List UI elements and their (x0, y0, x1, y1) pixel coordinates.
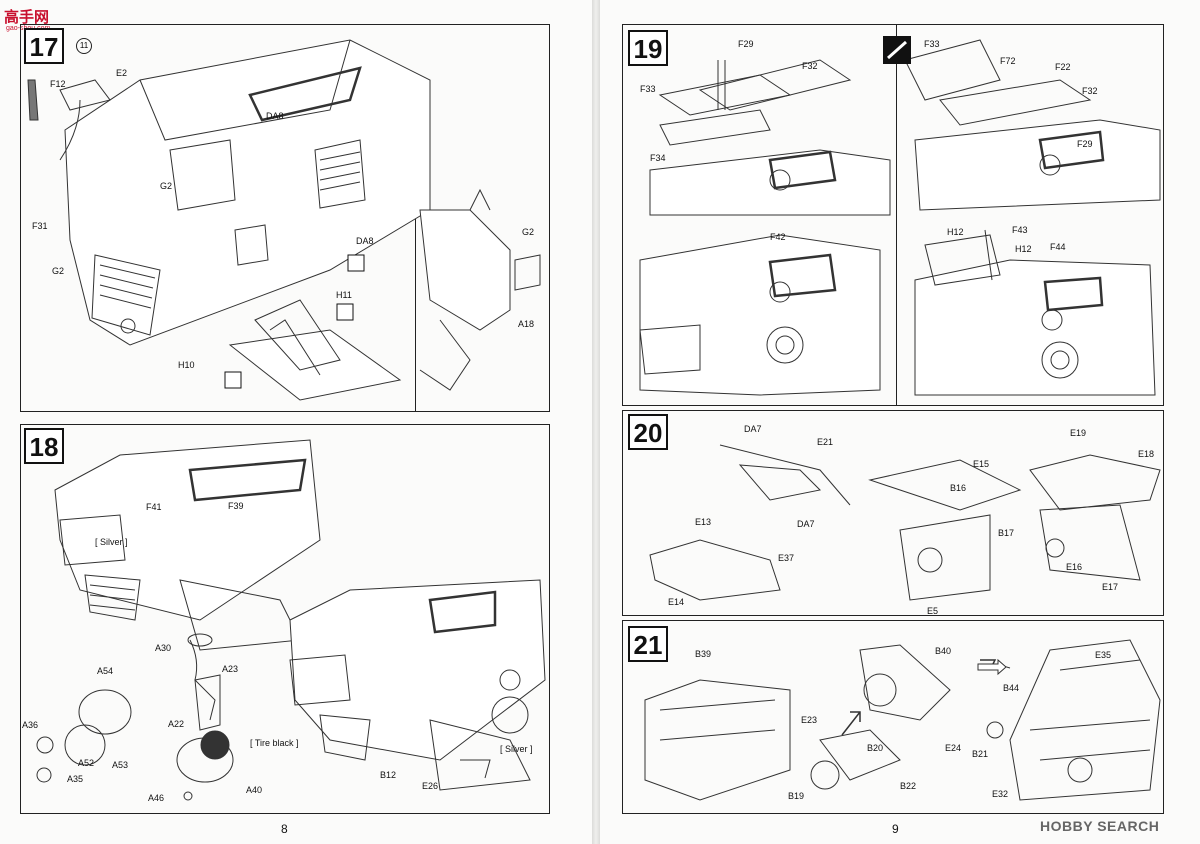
label-a23: A23 (222, 664, 239, 674)
page-gutter (592, 0, 600, 844)
label-h12-a: H12 (947, 227, 964, 237)
label-f29-b: F29 (1077, 139, 1093, 149)
label-silver-1: [ Silver ] (95, 537, 128, 547)
hobby-search-watermark: HOBBY SEARCH (1040, 818, 1160, 834)
label-e26: E26 (422, 781, 439, 791)
label-f31: F31 (32, 221, 48, 231)
label-f32: F32 (802, 61, 818, 71)
label-f43: F43 (1012, 225, 1028, 235)
label-a46: A46 (148, 793, 165, 803)
label-tire-black: [ Tire black ] (250, 738, 299, 748)
label-f44: F44 (1050, 242, 1066, 252)
label-e2: E2 (116, 68, 128, 78)
label-e24: E24 (945, 743, 962, 753)
label-e14: E14 (668, 597, 685, 607)
circle-ref-11: 11 (76, 38, 92, 54)
label-g2-c: G2 (522, 227, 535, 237)
label-b12: B12 (380, 770, 397, 780)
site-logo: 高手网 (4, 9, 50, 26)
label-da8-b: DA8 (356, 236, 374, 246)
label-h11: H11 (336, 290, 352, 300)
label-e32: E32 (992, 789, 1009, 799)
label-e5: E5 (927, 606, 939, 616)
step19-divider (896, 24, 898, 406)
page-number-right: 9 (892, 822, 899, 836)
label-a52: A52 (78, 758, 95, 768)
label-g2-a: G2 (160, 181, 173, 191)
label-e23: E23 (801, 715, 818, 725)
label-a30: A30 (155, 643, 172, 653)
step18-number: 18 (24, 428, 64, 464)
label-b21: B21 (972, 749, 989, 759)
label-f42: F42 (770, 232, 786, 242)
step21-frame (622, 620, 1164, 814)
label-e18: E18 (1138, 449, 1155, 459)
label-a54: A54 (97, 666, 114, 676)
label-a22: A22 (168, 719, 185, 729)
label-b39: B39 (695, 649, 712, 659)
label-f22: F22 (1055, 62, 1071, 72)
label-f72: F72 (1000, 56, 1016, 66)
label-a53: A53 (112, 760, 129, 770)
label-a18: A18 (518, 319, 535, 329)
label-e13: E13 (695, 517, 712, 527)
step21-number: 21 (628, 626, 668, 662)
step20-number: 20 (628, 414, 668, 450)
label-b20: B20 (867, 743, 884, 753)
label-e16: E16 (1066, 562, 1083, 572)
step18-frame (20, 424, 550, 814)
step19-number: 19 (628, 30, 668, 66)
label-h10: H10 (178, 360, 195, 370)
step20-frame (622, 410, 1164, 616)
label-da7-a: DA7 (744, 424, 762, 434)
label-f39: F39 (228, 501, 244, 511)
label-b19: B19 (788, 791, 805, 801)
step17-subframe (415, 205, 550, 412)
label-a40: A40 (246, 785, 263, 795)
label-e35: E35 (1095, 650, 1112, 660)
label-b44: B44 (1003, 683, 1020, 693)
label-b40: B40 (935, 646, 952, 656)
label-silver-2: [ Silver ] (500, 744, 533, 754)
label-h12-b: H12 (1015, 244, 1032, 254)
label-e19: E19 (1070, 428, 1087, 438)
label-f33: F33 (640, 84, 656, 94)
step17-number: 17 (24, 28, 64, 64)
label-b16: B16 (950, 483, 967, 493)
label-f33-b: F33 (924, 39, 940, 49)
label-e15: E15 (973, 459, 990, 469)
page-number-left: 8 (281, 822, 288, 836)
label-f34: F34 (650, 153, 666, 163)
label-f41: F41 (146, 502, 162, 512)
label-e17: E17 (1102, 582, 1119, 592)
label-b22: B22 (900, 781, 917, 791)
label-b17: B17 (998, 528, 1015, 538)
label-e21: E21 (817, 437, 834, 447)
label-da8-a: DA8 (266, 111, 284, 121)
label-f29: F29 (738, 39, 754, 49)
step19-frame (622, 24, 1164, 406)
label-da7-b: DA7 (797, 519, 815, 529)
label-f32-b: F32 (1082, 86, 1098, 96)
label-e37: E37 (778, 553, 795, 563)
label-g2-b: G2 (52, 266, 65, 276)
label-f12: F12 (50, 79, 66, 89)
label-a36: A36 (22, 720, 39, 730)
label-a35: A35 (67, 774, 84, 784)
glue-icons (224, 36, 911, 389)
step17-frame (20, 24, 550, 412)
